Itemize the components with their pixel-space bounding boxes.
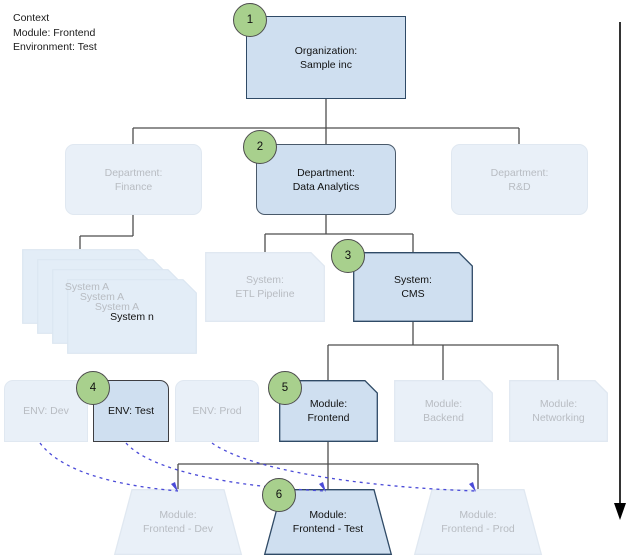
node-department-finance[interactable]: Department: Finance	[65, 144, 202, 215]
node-module-networking-label: Module: Networking	[532, 398, 585, 424]
node-env-prod[interactable]: ENV: Prod	[175, 380, 259, 442]
node-module-frontend-label: Module: Frontend	[307, 398, 350, 424]
node-system-etl-pipeline-label: System: ETL Pipeline	[235, 274, 295, 300]
badge-6[interactable]: 6	[262, 478, 296, 512]
system-stack-card-1-label: System A	[64, 280, 110, 293]
node-module-frontend-prod[interactable]: Module: Frontend - Prod	[413, 489, 543, 555]
node-department-data-analytics-label: Department: Data Analytics	[292, 166, 360, 193]
node-module-backend[interactable]: Module: Backend	[394, 380, 493, 442]
flow-arrow-head	[614, 503, 626, 520]
system-stack-card-2-label: System A	[79, 290, 125, 303]
node-module-frontend[interactable]: Module: Frontend	[279, 380, 378, 442]
node-system-cms-label: System: CMS	[394, 274, 432, 300]
badge-5[interactable]: 5	[268, 371, 302, 405]
system-stack-card-2: System A	[37, 259, 167, 334]
node-organization[interactable]: Organization: Sample inc	[246, 16, 406, 99]
system-stack-card-1: System A	[22, 249, 152, 324]
context-legend: Context Module: Frontend Environment: Te…	[13, 12, 97, 53]
system-stack-card-3: System A	[52, 269, 182, 344]
node-module-frontend-test-label: Module: Frontend - Test	[292, 509, 364, 535]
node-organization-label: Organization: Sample inc	[294, 44, 358, 71]
node-department-finance-label: Department: Finance	[104, 166, 163, 193]
node-env-dev[interactable]: ENV: Dev	[4, 380, 88, 442]
node-module-frontend-test[interactable]: Module: Frontend - Test	[263, 489, 393, 555]
node-env-test-label: ENV: Test	[107, 405, 155, 417]
node-env-prod-label: ENV: Prod	[192, 405, 242, 417]
node-department-rd-label: Department: R&D	[490, 166, 549, 193]
node-module-networking[interactable]: Module: Networking	[509, 380, 608, 442]
badge-2[interactable]: 2	[243, 130, 277, 164]
node-env-dev-label: ENV: Dev	[23, 405, 69, 417]
node-module-frontend-prod-label: Module: Frontend - Prod	[441, 509, 515, 535]
node-system-etl-pipeline[interactable]: System: ETL Pipeline	[205, 252, 325, 322]
badge-3[interactable]: 3	[331, 239, 365, 273]
node-module-frontend-dev[interactable]: Module: Frontend - Dev	[113, 489, 243, 555]
node-department-rd[interactable]: Department: R&D	[451, 144, 588, 215]
system-stack-card-3-label: System A	[94, 300, 140, 313]
system-stack[interactable]: System A System A System A System n	[22, 249, 197, 354]
node-department-data-analytics[interactable]: Department: Data Analytics	[256, 144, 396, 215]
badge-1[interactable]: 1	[233, 3, 267, 37]
system-stack-card-n-label: System n	[110, 310, 154, 323]
node-module-frontend-dev-label: Module: Frontend - Dev	[142, 509, 214, 535]
system-stack-card-n[interactable]: System n	[67, 279, 197, 354]
node-module-backend-label: Module: Backend	[423, 398, 464, 424]
node-system-cms[interactable]: System: CMS	[353, 252, 473, 322]
badge-4[interactable]: 4	[76, 371, 110, 405]
